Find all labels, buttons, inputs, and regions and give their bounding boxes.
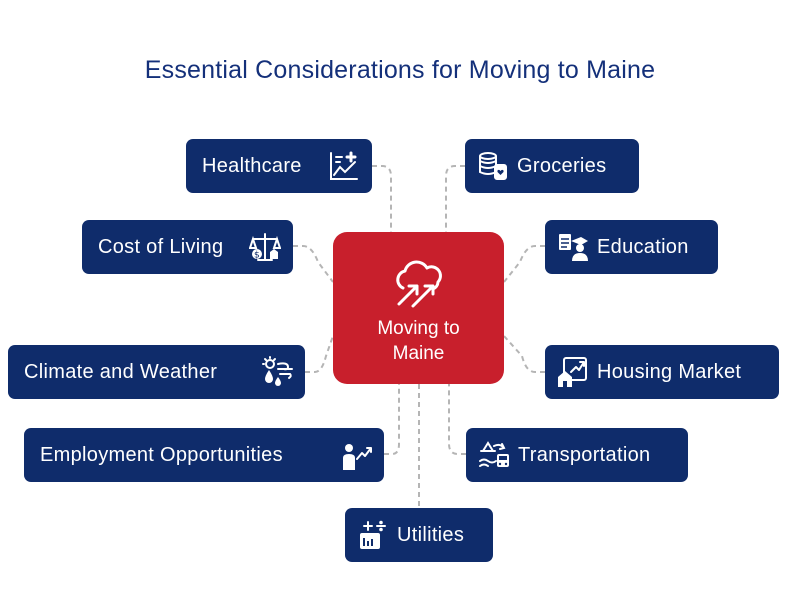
center-label: Moving to Maine: [333, 316, 504, 366]
topic-healthcare-label: Healthcare: [202, 154, 302, 177]
topic-education-label: Education: [597, 235, 689, 258]
transport-icon: [479, 441, 509, 467]
connector-employment: [384, 384, 400, 455]
cloud-arrows-icon: [396, 260, 442, 308]
career-growth-icon: [343, 444, 372, 470]
topic-healthcare: Healthcare: [186, 139, 372, 193]
topic-employment-label: Employment Opportunities: [40, 443, 283, 466]
topic-cost-of-living-label: Cost of Living: [98, 235, 224, 258]
balance-scale-icon: $: [249, 233, 281, 261]
utilities-icon: [360, 520, 386, 549]
grocery-icon: [479, 152, 507, 180]
connector-education: [503, 245, 545, 283]
topic-climate: Climate and Weather: [8, 345, 305, 399]
topic-transportation-label: Transportation: [518, 443, 651, 466]
center-node: Moving to Maine: [333, 232, 504, 384]
topic-housing: Housing Market: [545, 345, 779, 399]
center-label-line2: Maine: [392, 343, 445, 364]
topic-groceries: Groceries: [465, 139, 639, 193]
connector-transportation: [448, 384, 466, 455]
topic-utilities-label: Utilities: [397, 523, 465, 546]
topic-climate-label: Climate and Weather: [24, 360, 218, 383]
topic-employment: Employment Opportunities: [24, 428, 384, 482]
diagram-title: Essential Considerations for Moving to M…: [144, 56, 656, 84]
health-chart-icon: [330, 151, 358, 180]
connector-cost-of-living: [293, 245, 334, 283]
topic-cost-of-living: Cost of Living $: [82, 220, 293, 274]
connector-healthcare: [372, 165, 392, 232]
connector-groceries: [445, 165, 465, 232]
connector-climate: [305, 335, 334, 373]
topic-utilities: Utilities: [345, 508, 493, 562]
topic-housing-label: Housing Market: [597, 360, 742, 383]
graduate-icon: [559, 234, 588, 261]
house-chart-icon: [558, 357, 587, 387]
topic-education: Education: [545, 220, 718, 274]
topic-transportation: Transportation: [466, 428, 688, 482]
connector-housing: [503, 335, 545, 373]
svg-text:$: $: [254, 251, 260, 261]
weather-icon: [262, 356, 293, 386]
center-label-line1: Moving to: [377, 318, 460, 339]
topic-groceries-label: Groceries: [517, 154, 607, 177]
